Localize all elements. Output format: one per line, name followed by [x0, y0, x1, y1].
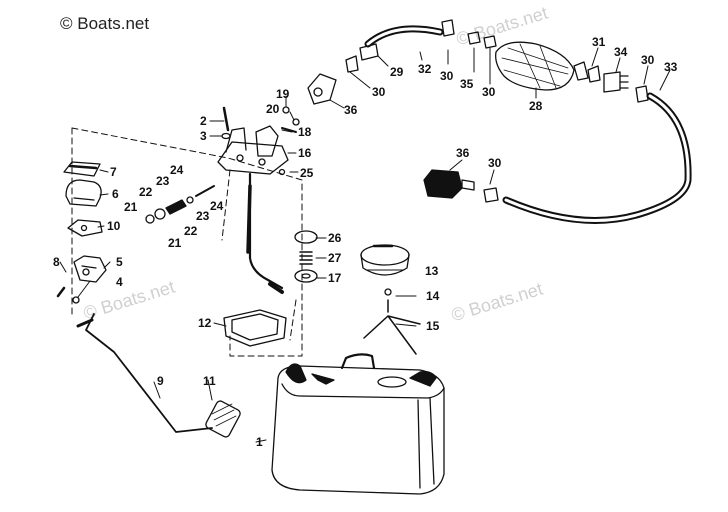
callout-11: 11	[203, 374, 216, 388]
screw-and-washer	[221, 106, 231, 140]
float-parts	[294, 230, 318, 283]
callout-5: 5	[116, 255, 123, 269]
callout-8: 8	[53, 255, 60, 269]
callout-3: 3	[200, 129, 207, 143]
callout-2: 2	[200, 114, 207, 128]
callout-23-lower: 23	[196, 209, 210, 223]
callout-1: 1	[256, 435, 263, 449]
callout-30-hose-end: 30	[641, 53, 655, 67]
callout-32: 32	[418, 62, 432, 76]
callout-36-upper: 36	[344, 103, 358, 117]
left-part-stack	[56, 161, 107, 304]
leader-lines	[59, 47, 671, 443]
callout-4: 4	[116, 275, 123, 289]
callout-14: 14	[426, 289, 440, 303]
assembly-guides	[71, 127, 303, 357]
callout-31: 31	[592, 35, 606, 49]
callout-7: 7	[110, 165, 117, 179]
callout-30-upper-line: 30	[372, 85, 386, 99]
vent-cap	[360, 244, 410, 276]
pickup-tube	[76, 313, 213, 433]
callout-20: 20	[266, 102, 280, 116]
upper-fuel-line	[307, 25, 444, 105]
gear-train	[145, 185, 215, 224]
callout-36-lower: 36	[456, 146, 470, 160]
fuel-hose	[502, 92, 692, 224]
callout-25: 25	[300, 166, 314, 180]
callout-28: 28	[529, 99, 543, 113]
callout-15: 15	[426, 319, 440, 333]
callout-30-connector: 30	[488, 156, 502, 170]
callout-24-lower: 24	[210, 199, 224, 213]
callout-30-bulb-right: 30	[482, 85, 496, 99]
callout-26: 26	[328, 231, 342, 245]
callout-23-upper: 23	[156, 174, 170, 188]
watermark-top-left: © Boats.net	[60, 14, 150, 33]
callout-6: 6	[112, 187, 119, 201]
callout-21-lower: 21	[168, 236, 182, 250]
callout-34: 34	[614, 45, 628, 59]
callout-30-bulb-left: 30	[440, 69, 454, 83]
callout-18: 18	[298, 125, 312, 139]
callout-35: 35	[460, 77, 474, 91]
tank-connector	[423, 169, 499, 203]
cap-chain	[363, 288, 421, 355]
callout-12: 12	[198, 316, 212, 330]
small-fittings-18-20	[278, 106, 300, 176]
gasket	[223, 309, 287, 347]
callout-22-upper: 22	[139, 185, 153, 199]
callout-24-upper: 24	[170, 163, 184, 177]
gauge-cap-assembly	[217, 125, 289, 294]
fuel-tank	[271, 353, 445, 495]
callout-22-lower: 22	[184, 224, 198, 238]
callout-9: 9	[157, 374, 164, 388]
callout-19: 19	[276, 87, 290, 101]
callout-10: 10	[107, 219, 121, 233]
primer-bulb-assembly	[441, 19, 649, 103]
callout-17: 17	[328, 271, 342, 285]
callout-29: 29	[390, 65, 404, 79]
callout-21-upper: 21	[124, 200, 138, 214]
callout-16: 16	[298, 146, 312, 160]
callout-33: 33	[664, 60, 678, 74]
callout-27: 27	[328, 251, 342, 265]
fuel-filter	[205, 400, 241, 438]
callout-13: 13	[425, 264, 439, 278]
